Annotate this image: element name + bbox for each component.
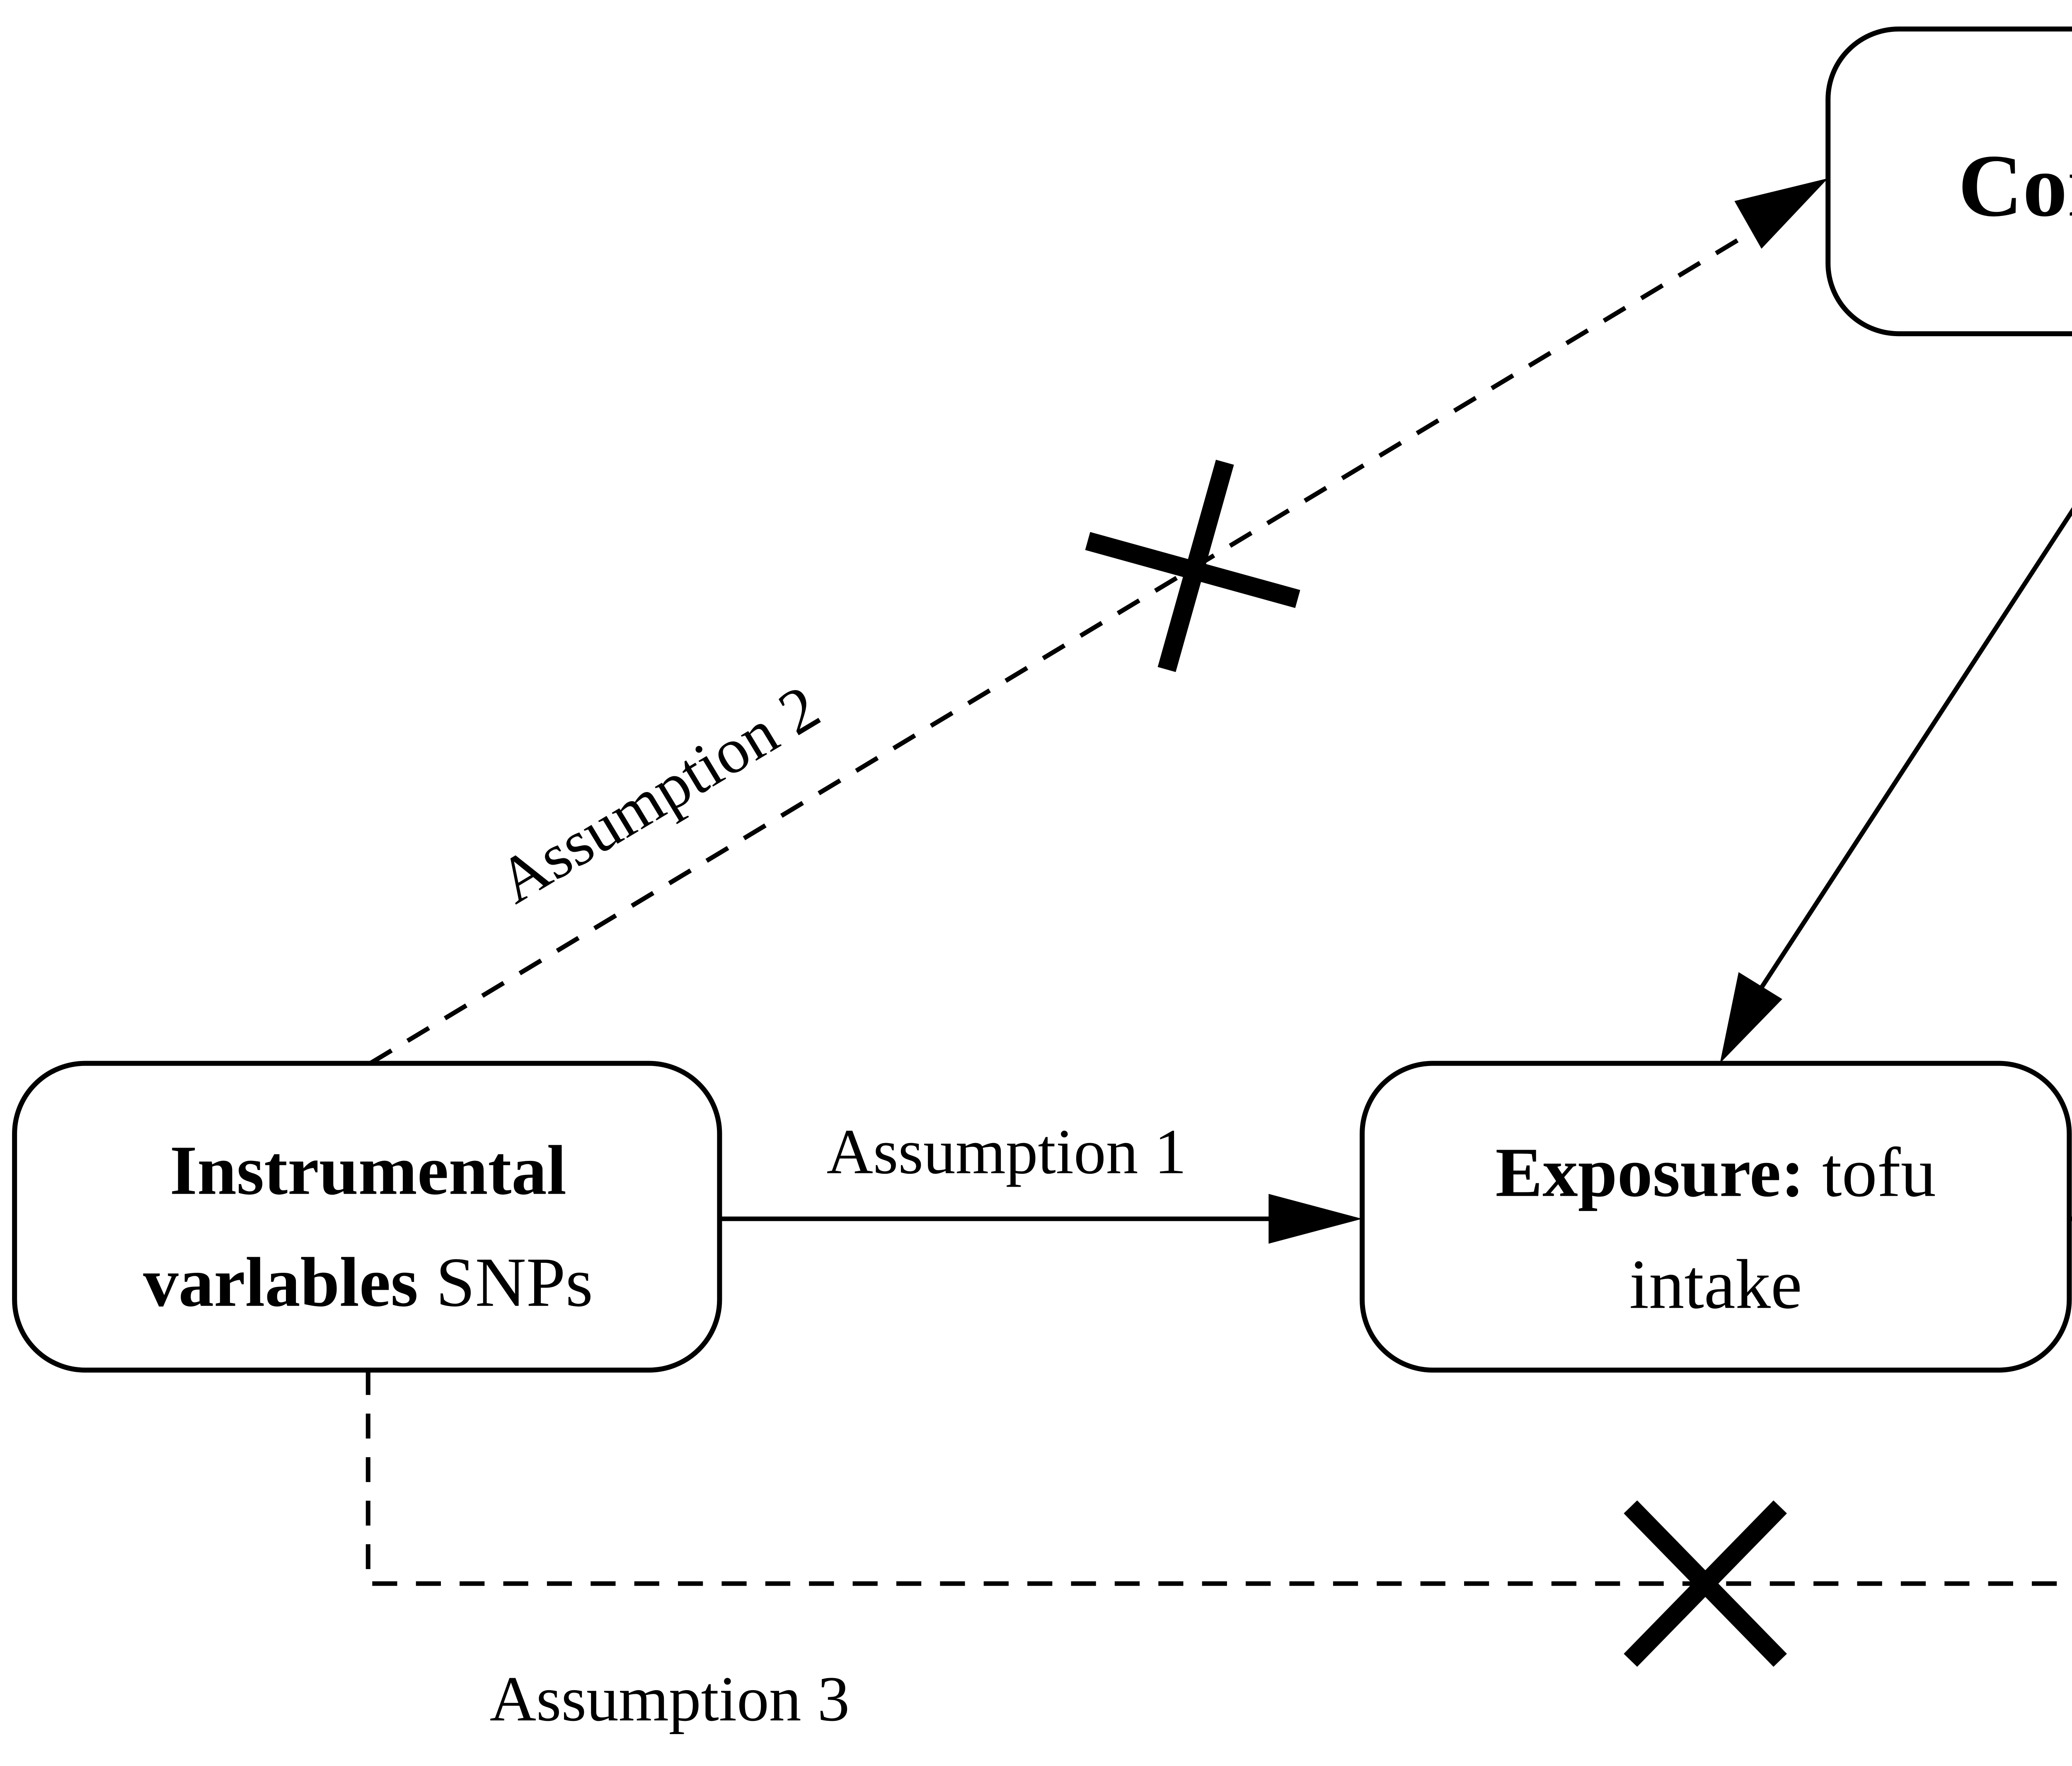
- label-assumption3: Assumption 3: [490, 1663, 850, 1735]
- node-confounders: Confounders: [1825, 27, 2072, 337]
- node-exposure-line1-rest: tofu: [1804, 1133, 1936, 1211]
- edge-confounders-exposure: [1757, 507, 2072, 992]
- node-exposure-line1-bold: Exposure:: [1496, 1133, 1805, 1211]
- svg-text:Instrumental: Instrumental: [170, 1131, 566, 1209]
- blocked-x-icon-assumption3: [1624, 1500, 1787, 1667]
- node-instrument-line1: Instrumental: [170, 1131, 566, 1209]
- node-confounders-title: Confounders: [1958, 136, 2072, 235]
- node-instrument-line2-rest: SNPs: [418, 1243, 593, 1321]
- node-instrument-line2-bold: varlables: [143, 1243, 418, 1321]
- edge-instrument-confounders: [369, 230, 1752, 1066]
- label-assumption1: Assumption 1: [827, 1116, 1187, 1187]
- svg-text:Exposure: tofu: Exposure: tofu: [1496, 1133, 1936, 1211]
- svg-text:varlables SNPs: varlables SNPs: [143, 1243, 593, 1321]
- node-exposure-line2: intake: [1629, 1245, 1802, 1323]
- arrowhead-exposure-top: [1720, 972, 1782, 1063]
- node-exposure: Exposure: tofu intake: [1360, 1061, 2072, 1373]
- arrowhead-exposure-left: [1268, 1194, 1363, 1244]
- edge-instrument-outcome: [366, 1370, 2072, 1586]
- node-instrument: Instrumental varlables SNPs: [12, 1061, 722, 1373]
- arrowhead-confounders-left: [1734, 178, 1828, 249]
- label-assumption2: Assumption 2: [486, 671, 831, 917]
- blocked-x-icon-assumption2: [1085, 460, 1300, 672]
